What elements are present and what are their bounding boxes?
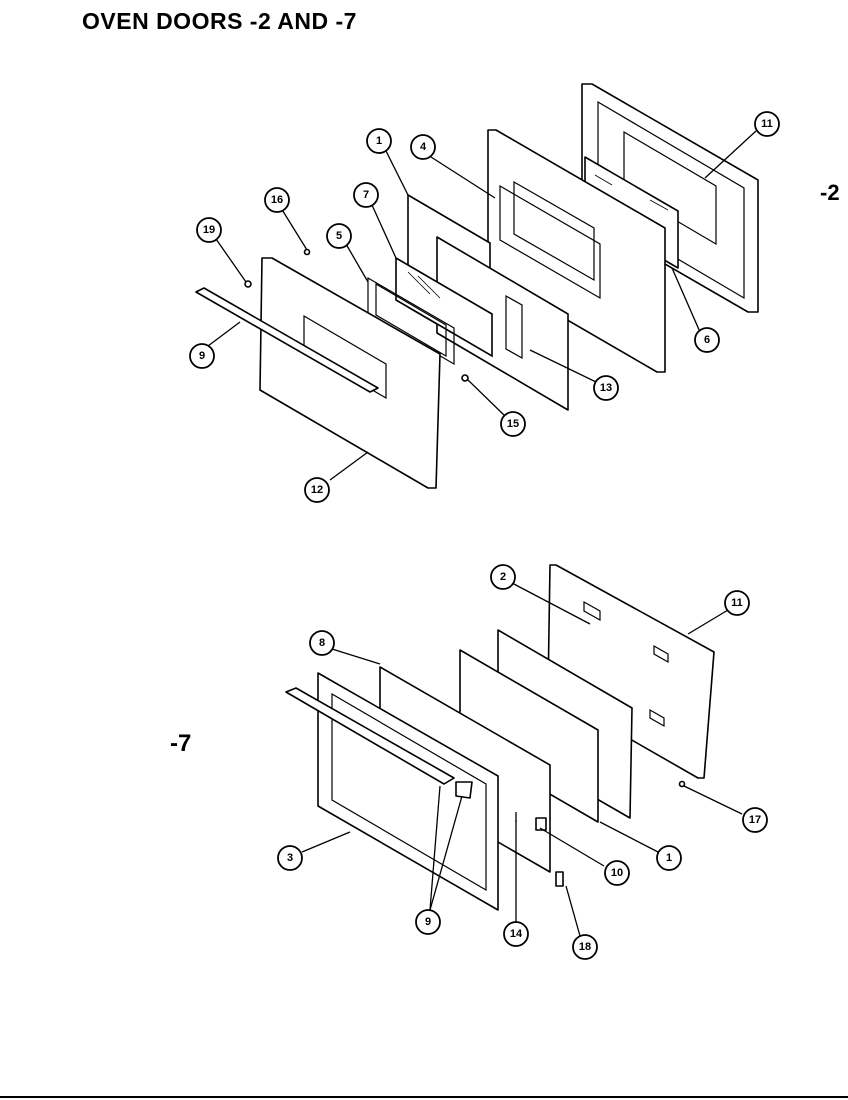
page-title: OVEN DOORS -2 AND -7 xyxy=(82,8,357,34)
svg-text:13: 13 xyxy=(600,382,612,394)
bottom-assembly xyxy=(285,564,715,911)
svg-text:12: 12 xyxy=(311,484,323,496)
screw-16 xyxy=(303,248,311,256)
variant-label-top: -2 xyxy=(820,180,840,205)
callout-bottom-11: 11 xyxy=(724,590,750,616)
callout-top-15: 15 xyxy=(500,411,526,437)
svg-text:10: 10 xyxy=(611,867,623,879)
callout-top-12: 12 xyxy=(304,477,330,503)
callout-bottom-1: 1 xyxy=(656,845,682,871)
svg-text:11: 11 xyxy=(761,118,773,130)
svg-text:7: 7 xyxy=(363,189,369,201)
inner-panel-7 xyxy=(459,649,599,823)
callout-bottom-8: 8 xyxy=(309,630,335,656)
clip-10 xyxy=(535,817,547,831)
svg-text:19: 19 xyxy=(203,224,215,236)
svg-text:9: 9 xyxy=(199,350,205,362)
callout-top-13: 13 xyxy=(593,375,619,401)
bracket-18 xyxy=(555,871,564,887)
callout-top-5: 5 xyxy=(326,223,352,249)
top-assembly xyxy=(195,83,759,489)
svg-text:3: 3 xyxy=(287,852,293,864)
svg-text:1: 1 xyxy=(376,135,382,147)
callout-top-7: 7 xyxy=(353,182,379,208)
svg-text:18: 18 xyxy=(579,941,591,953)
door-handle-7 xyxy=(285,687,473,799)
callout-bottom-2: 2 xyxy=(490,564,516,590)
svg-text:4: 4 xyxy=(420,141,427,153)
callout-top-16: 16 xyxy=(264,187,290,213)
svg-text:15: 15 xyxy=(507,418,519,430)
screw-17 xyxy=(678,780,686,788)
svg-text:8: 8 xyxy=(319,637,325,649)
variant-label-bottom: -7 xyxy=(170,730,192,757)
svg-text:9: 9 xyxy=(425,916,431,928)
callout-top-6: 6 xyxy=(694,327,720,353)
door-handle xyxy=(195,287,379,393)
callout-top-1: 1 xyxy=(366,128,392,154)
svg-text:16: 16 xyxy=(271,194,283,206)
top-leaders xyxy=(207,130,757,481)
glass-gasket xyxy=(367,276,455,366)
svg-text:14: 14 xyxy=(510,928,523,940)
svg-text:11: 11 xyxy=(731,597,743,609)
callout-bottom-3: 3 xyxy=(277,845,303,871)
screw-15 xyxy=(461,374,469,382)
callout-top-4: 4 xyxy=(410,134,436,160)
screw-19 xyxy=(244,280,252,288)
callout-top-19: 19 xyxy=(196,217,222,243)
glass-pane xyxy=(395,256,493,358)
callout-bottom-18: 18 xyxy=(572,934,598,960)
svg-text:17: 17 xyxy=(749,814,761,826)
callout-bottom-9: 9 xyxy=(415,909,441,935)
callout-bottom-17: 17 xyxy=(742,807,768,833)
svg-text:5: 5 xyxy=(336,230,342,242)
callout-top-9: 9 xyxy=(189,343,215,369)
bottom-leaders xyxy=(301,582,743,937)
callout-bottom-14: 14 xyxy=(503,921,529,947)
svg-text:2: 2 xyxy=(500,571,506,583)
callout-top-11: 11 xyxy=(754,111,780,137)
bottom-rule-line xyxy=(0,1096,848,1098)
svg-text:6: 6 xyxy=(704,334,710,346)
svg-text:1: 1 xyxy=(666,852,672,864)
callout-bottom-10: 10 xyxy=(604,860,630,886)
